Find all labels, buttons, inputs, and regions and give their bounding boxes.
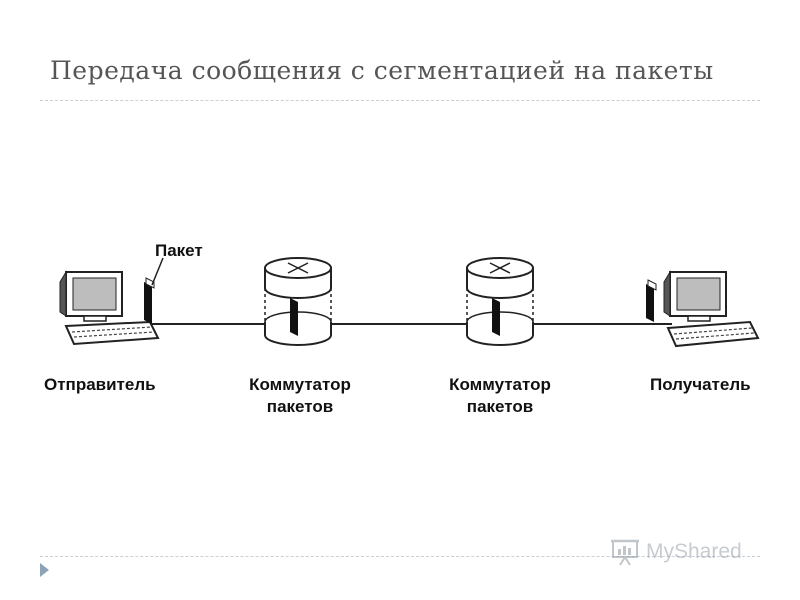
- receiver-label: Получатель: [650, 375, 751, 394]
- slide-title: Передача сообщения с сегментацией на пак…: [50, 56, 714, 85]
- sender-label: Отправитель: [44, 375, 156, 394]
- packet-label: Пакет: [155, 241, 203, 260]
- footer-divider: [40, 556, 760, 557]
- switch-2-label: Коммутатор пакетов: [430, 374, 570, 418]
- watermark-text: MyShared: [646, 540, 742, 563]
- presentation-board-icon: [611, 539, 639, 566]
- packet-icon: [144, 277, 155, 324]
- switch-1-label-line2: пакетов: [266, 397, 334, 416]
- packet-switch-icon: [466, 257, 534, 346]
- packet-pointer: [151, 257, 164, 286]
- title-divider: [40, 100, 760, 101]
- switch-2-label-line2: пакетов: [466, 397, 534, 416]
- watermark: MyShared: [610, 537, 742, 567]
- packet-switch-icon: [264, 257, 332, 346]
- switch-2-label-line1: Коммутатор: [449, 375, 551, 394]
- receiver-computer-icon: [663, 270, 760, 348]
- packet-icon: [646, 279, 657, 322]
- switch-1-label: Коммутатор пакетов: [230, 374, 370, 418]
- switch-1-label-line1: Коммутатор: [249, 375, 351, 394]
- next-slide-arrow-icon[interactable]: [40, 563, 49, 577]
- sender-computer-icon: [59, 270, 160, 346]
